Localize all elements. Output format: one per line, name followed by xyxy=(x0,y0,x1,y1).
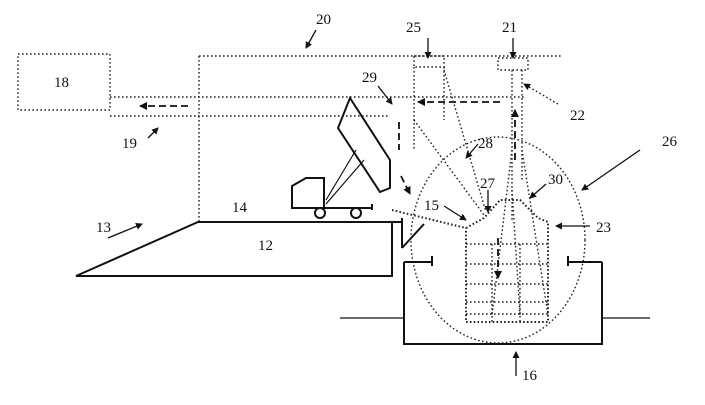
receiving-bin-16 xyxy=(340,256,650,345)
arrow-19 xyxy=(147,127,159,139)
label-29: 29 xyxy=(362,70,377,86)
label-21: 21 xyxy=(502,20,517,36)
dump-truck xyxy=(291,95,391,219)
ramp-platform xyxy=(75,221,393,277)
label-22: 22 xyxy=(570,108,585,124)
label-28: 28 xyxy=(478,136,493,152)
signal-network-20 xyxy=(198,55,562,224)
label-30: 30 xyxy=(548,172,563,188)
arrow-13 xyxy=(107,223,143,239)
label-20: 20 xyxy=(316,12,331,28)
arrow-30 xyxy=(529,183,547,199)
measurement-beams xyxy=(413,69,549,316)
feed-hopper xyxy=(391,209,467,249)
label-23: 23 xyxy=(596,220,611,236)
sensor-25 xyxy=(413,55,445,150)
arrow-28 xyxy=(465,143,479,159)
label-14: 14 xyxy=(232,200,248,216)
label-25: 25 xyxy=(406,20,421,36)
arrow-22 xyxy=(523,83,559,105)
label-15: 15 xyxy=(424,198,439,214)
label-26: 26 xyxy=(662,134,678,150)
sensor-21 xyxy=(497,57,529,222)
control-unit-box xyxy=(17,53,111,111)
arrow-20 xyxy=(305,29,317,49)
arrow-15 xyxy=(443,205,467,221)
arrow-26 xyxy=(581,149,641,191)
arrow-29 xyxy=(377,85,393,105)
label-12: 12 xyxy=(258,238,273,254)
label-16: 16 xyxy=(522,368,538,384)
label-18: 18 xyxy=(54,75,69,91)
material-container-23 xyxy=(465,199,549,323)
label-19: 19 xyxy=(122,136,137,152)
label-13: 13 xyxy=(96,220,111,236)
label-27: 27 xyxy=(480,176,496,192)
signal-lines-19 xyxy=(110,96,525,117)
arrow-into-crusher xyxy=(400,175,411,195)
